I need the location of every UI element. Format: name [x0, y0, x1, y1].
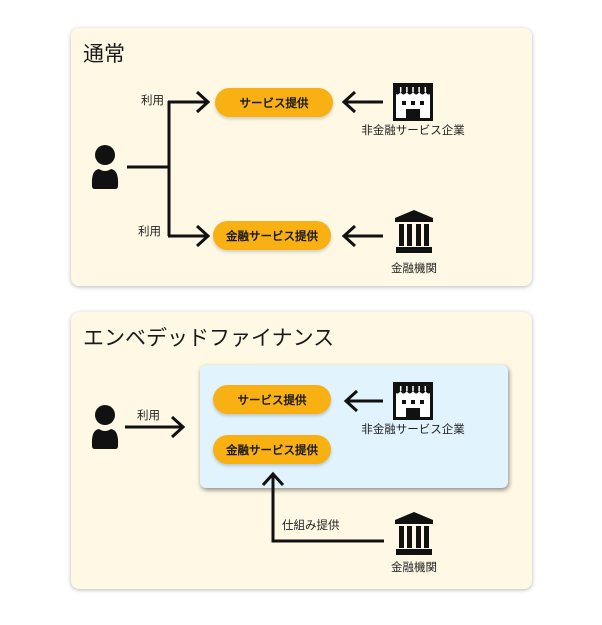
financial-institution-label: 金融機関	[391, 261, 437, 275]
arrowhead-use	[170, 415, 186, 439]
connector-lines	[125, 389, 384, 543]
service-pill: サービス提供	[213, 385, 331, 414]
edge-label-use: 利用	[137, 408, 160, 422]
arrowhead-mechanism	[261, 471, 285, 487]
non-financial-company-label: 非金融サービス企業	[361, 123, 465, 137]
panel-normal: 通常 利用 利用 サービス提供 金融サービス提供	[71, 28, 532, 286]
financial-service-pill: 金融サービス提供	[213, 435, 331, 464]
panel-title: 通常	[83, 42, 125, 66]
edge-label-mechanism: 仕組み提供	[282, 518, 340, 532]
financial-institution-label: 金融機関	[391, 560, 437, 574]
arrowhead-from-store	[343, 389, 359, 413]
panel-embedded-finance: エンベデッドファイナンス 利用 仕組み提供 サービス提供 金融サービス提供 非	[71, 312, 532, 589]
connector-lines	[127, 90, 383, 248]
person-icon	[91, 405, 119, 449]
edge-label-use-bottom: 利用	[138, 224, 161, 238]
arrowhead-from-bank	[341, 224, 357, 248]
financial-service-pill: 金融サービス提供	[213, 221, 331, 250]
panel-title: エンベデッドファイナンス	[83, 326, 335, 350]
bank-icon	[395, 210, 433, 253]
edge-label-use-top: 利用	[141, 93, 164, 107]
bank-icon	[395, 512, 433, 555]
arrow-mechanism	[271, 474, 384, 543]
service-pill: サービス提供	[215, 88, 333, 117]
arrowhead-from-store	[341, 90, 357, 114]
non-financial-company-label: 非金融サービス企業	[361, 422, 465, 436]
person-icon	[91, 145, 119, 189]
store-icon	[393, 382, 433, 420]
store-icon	[393, 83, 433, 121]
arrowhead-financial-service	[195, 224, 211, 248]
arrowhead-service	[195, 90, 211, 114]
